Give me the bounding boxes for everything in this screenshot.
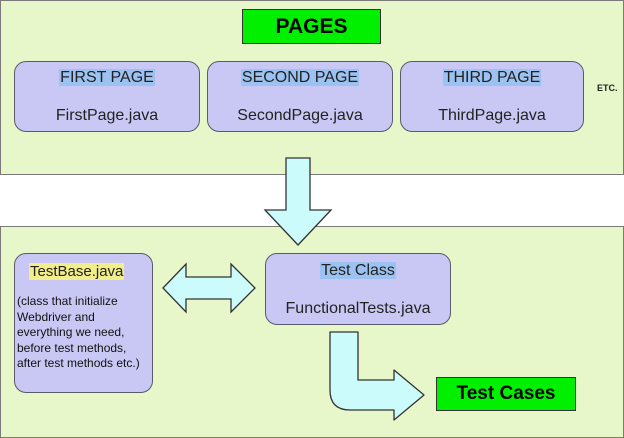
third-page-heading: THIRD PAGE bbox=[442, 69, 542, 86]
testbase-card: TestBase.java (class that initialize Web… bbox=[14, 253, 153, 393]
etc-label: ETC. bbox=[597, 83, 618, 93]
first-page-heading: FIRST PAGE bbox=[59, 69, 155, 86]
double-arrow bbox=[162, 262, 256, 314]
test-class-file: FunctionalTests.java bbox=[285, 300, 431, 317]
pages-title: PAGES bbox=[242, 9, 381, 44]
third-page-card: THIRD PAGE ThirdPage.java bbox=[400, 61, 584, 132]
second-page-card: SECOND PAGE SecondPage.java bbox=[207, 61, 393, 132]
bent-arrow bbox=[329, 331, 425, 421]
second-page-heading: SECOND PAGE bbox=[240, 69, 360, 86]
test-class-card: Test Class FunctionalTests.java bbox=[265, 253, 451, 325]
third-page-file: ThirdPage.java bbox=[438, 107, 546, 124]
test-cases-box: Test Cases bbox=[436, 377, 576, 411]
testbase-heading: TestBase.java bbox=[29, 263, 125, 280]
first-page-file: FirstPage.java bbox=[55, 107, 159, 124]
second-page-file: SecondPage.java bbox=[237, 107, 363, 124]
down-arrow bbox=[263, 157, 333, 246]
first-page-card: FIRST PAGE FirstPage.java bbox=[14, 61, 200, 132]
testbase-description: (class that initialize Webdriver and eve… bbox=[17, 294, 140, 370]
test-class-heading: Test Class bbox=[320, 262, 396, 279]
